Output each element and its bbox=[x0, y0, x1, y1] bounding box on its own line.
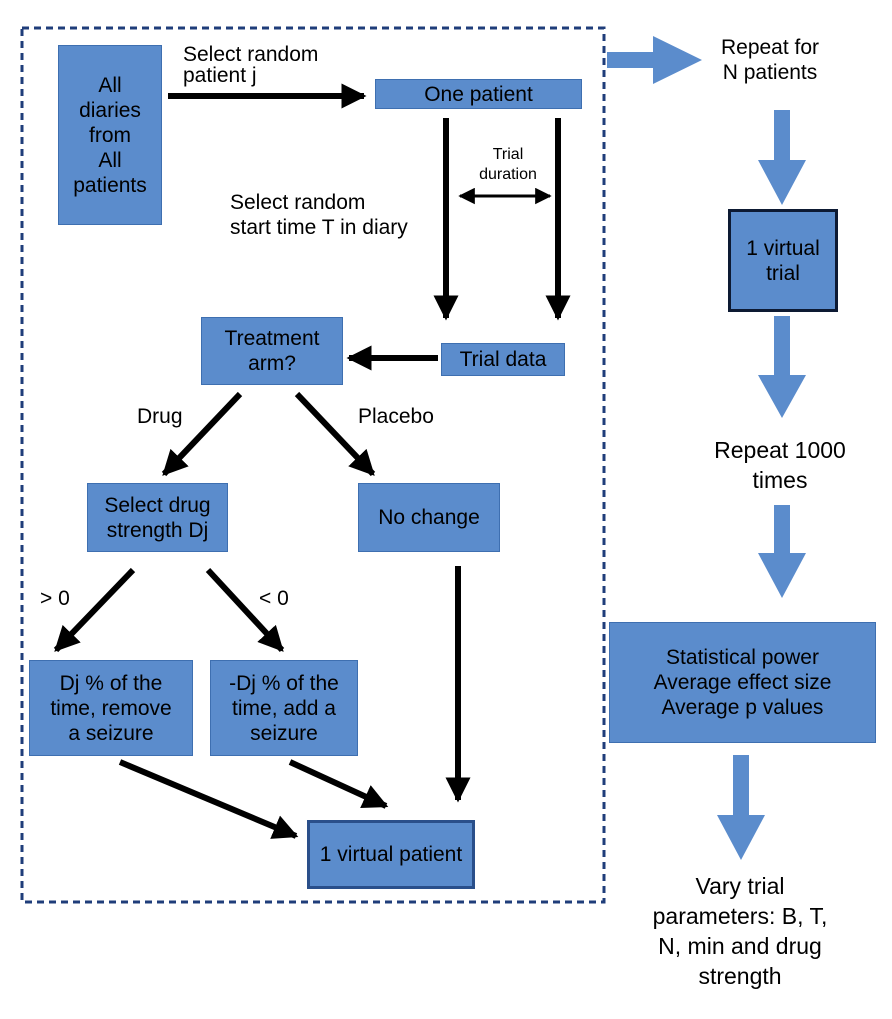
arrow-treatment-to-placebo bbox=[294, 391, 376, 477]
all-diaries-text: All diaries from All patients bbox=[73, 73, 147, 197]
flow-arrow-to-repeat-1000 bbox=[758, 316, 806, 418]
virtual-trial-box: 1 virtual trial bbox=[728, 209, 838, 312]
select-drug-strength-box: Select drug strength Dj bbox=[87, 483, 228, 552]
remove-seizure-text: Dj % of the time, remove a seizure bbox=[50, 671, 172, 745]
placebo-label: Placebo bbox=[358, 405, 434, 428]
treatment-arm-box: Treatment arm? bbox=[201, 317, 343, 385]
all-diaries-box: All diaries from All patients bbox=[58, 45, 162, 225]
virtual-trial-text: 1 virtual trial bbox=[746, 236, 820, 285]
trial-data-box: Trial data bbox=[441, 343, 565, 376]
repeat-n-label: Repeat for N patients bbox=[720, 36, 820, 84]
drug-label: Drug bbox=[137, 405, 183, 428]
trial-data-text: Trial data bbox=[459, 348, 547, 371]
add-seizure-box: -Dj % of the time, add a seizure bbox=[210, 660, 358, 756]
flow-arrow-to-trial bbox=[758, 110, 806, 205]
repeat-1000-label: Repeat 1000 times bbox=[714, 437, 846, 493]
flow-arrow-to-statistics bbox=[758, 505, 806, 598]
no-change-text: No change bbox=[378, 506, 480, 529]
flow-arrow-to-vary bbox=[717, 755, 765, 860]
select-start-time-label: Select random start time T in diary bbox=[230, 191, 408, 239]
select-drug-strength-text: Select drug strength Dj bbox=[104, 493, 211, 542]
virtual-patient-box: 1 virtual patient bbox=[307, 820, 475, 889]
statistics-text: Statistical power Average effect size Av… bbox=[653, 646, 832, 719]
no-change-box: No change bbox=[358, 483, 500, 552]
remove-seizure-box: Dj % of the time, remove a seizure bbox=[29, 660, 193, 756]
one-patient-text: One patient bbox=[424, 82, 533, 106]
statistics-box: Statistical power Average effect size Av… bbox=[609, 622, 876, 743]
arrow-treatment-to-drug bbox=[161, 391, 243, 477]
arrow-remove-to-virtual bbox=[118, 759, 299, 839]
one-patient-box: One patient bbox=[375, 79, 582, 109]
less-zero-label: < 0 bbox=[259, 587, 289, 610]
arrow-drug-to-add bbox=[205, 567, 285, 653]
simulation-boundary bbox=[20, 26, 606, 904]
arrow-drug-to-remove bbox=[53, 567, 136, 653]
greater-zero-label: > 0 bbox=[40, 587, 70, 610]
add-seizure-text: -Dj % of the time, add a seizure bbox=[229, 671, 339, 745]
flow-arrow-repeat-n bbox=[607, 36, 702, 84]
virtual-patient-text: 1 virtual patient bbox=[319, 843, 463, 866]
arrow-add-to-virtual bbox=[288, 759, 389, 809]
select-patient-label: Select random patient j bbox=[183, 43, 319, 87]
treatment-arm-text: Treatment arm? bbox=[224, 327, 320, 375]
trial-duration-label: Trial duration bbox=[479, 146, 537, 183]
vary-params-label: Vary trial parameters: B, T, N, min and … bbox=[652, 873, 828, 989]
